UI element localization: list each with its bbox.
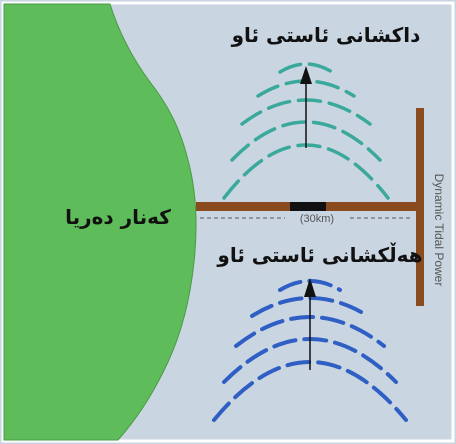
distance-label: (30km) bbox=[300, 213, 334, 225]
flood-tide-label: هەڵکشانی ئاستی ئاو bbox=[216, 242, 422, 267]
dynamic-tidal-power-label: Dynamic Tidal Power bbox=[432, 174, 446, 287]
turbine-section bbox=[290, 202, 326, 211]
coast-label: کەنار دەریا bbox=[65, 205, 171, 229]
dam-t-bar bbox=[416, 108, 424, 306]
ebb-tide-label: داکشانی ئاستی ئاو bbox=[231, 23, 421, 47]
